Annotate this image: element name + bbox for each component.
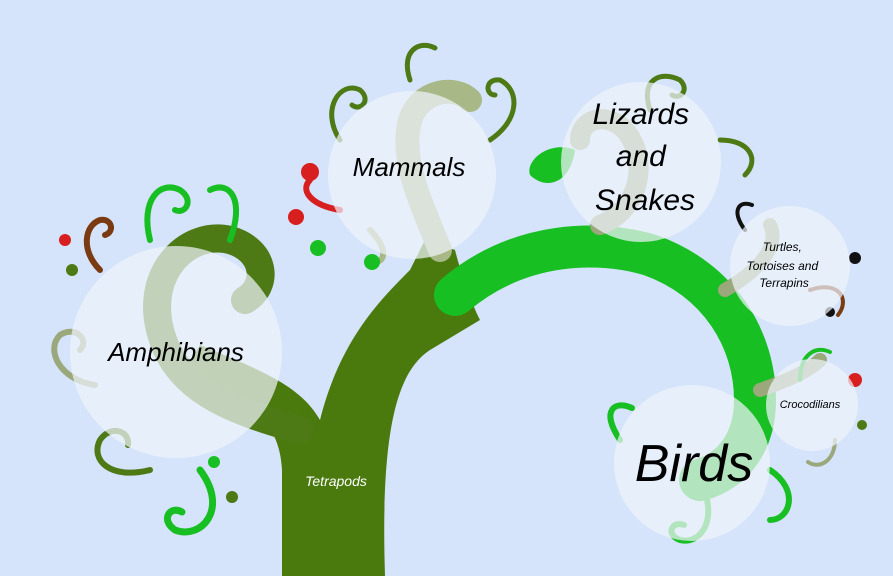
crocodilians-bubble xyxy=(766,359,858,451)
amphibians-bubble xyxy=(70,246,282,458)
leaves xyxy=(59,163,867,503)
clade-label-line: Turtles, xyxy=(763,240,802,254)
clade-label-line: Crocodilians xyxy=(780,399,841,411)
frond xyxy=(329,85,368,143)
frond xyxy=(207,184,240,243)
lizards-bubble xyxy=(561,82,721,242)
leaf-dot xyxy=(226,491,238,503)
clade-label-line: Amphibians xyxy=(106,337,244,367)
leaf-dot xyxy=(849,252,861,264)
clade-label-line: Snakes xyxy=(595,184,695,217)
bubbles xyxy=(70,82,858,541)
frond xyxy=(303,177,343,213)
leaf-dot xyxy=(208,456,220,468)
clade-label-line: Terrapins xyxy=(759,276,809,290)
clade-label-line: Mammals xyxy=(353,152,466,182)
clade-label-mammals: Mammals xyxy=(353,152,466,182)
frond xyxy=(607,402,635,443)
leaf-dot xyxy=(66,264,78,276)
root-label: Tetrapods xyxy=(305,473,367,489)
frond xyxy=(735,201,754,232)
leaf-dot xyxy=(310,240,326,256)
leaf-dot xyxy=(59,234,71,246)
leaf-dot xyxy=(857,420,867,430)
clade-label-birds: Birds xyxy=(635,435,753,493)
frond xyxy=(83,216,114,273)
clade-label-line: Lizards xyxy=(592,98,689,131)
leaf-dot xyxy=(364,254,380,270)
clade-label-crocodilians: Crocodilians xyxy=(780,399,841,411)
leaf-dot xyxy=(288,209,304,225)
mammals-bubble xyxy=(328,91,496,259)
clade-label-line: Tortoises and xyxy=(747,259,819,273)
frond xyxy=(717,137,755,178)
trunk xyxy=(185,240,480,576)
frond xyxy=(164,466,216,536)
frond xyxy=(144,184,191,243)
clade-label-amphibians: Amphibians xyxy=(106,337,244,367)
clade-label-lizards: Lizards and Snakes xyxy=(592,98,697,217)
clade-label-turtles: Turtles, Tortoises and Terrapins xyxy=(747,240,822,290)
turtles-bubble xyxy=(730,206,850,326)
clade-label-line: and xyxy=(616,140,667,173)
frond xyxy=(767,467,792,523)
frond xyxy=(404,42,438,83)
leaf-dot xyxy=(301,163,319,181)
frond xyxy=(485,77,517,143)
birds-bubble xyxy=(614,385,770,541)
clade-label-line: Birds xyxy=(635,435,753,493)
